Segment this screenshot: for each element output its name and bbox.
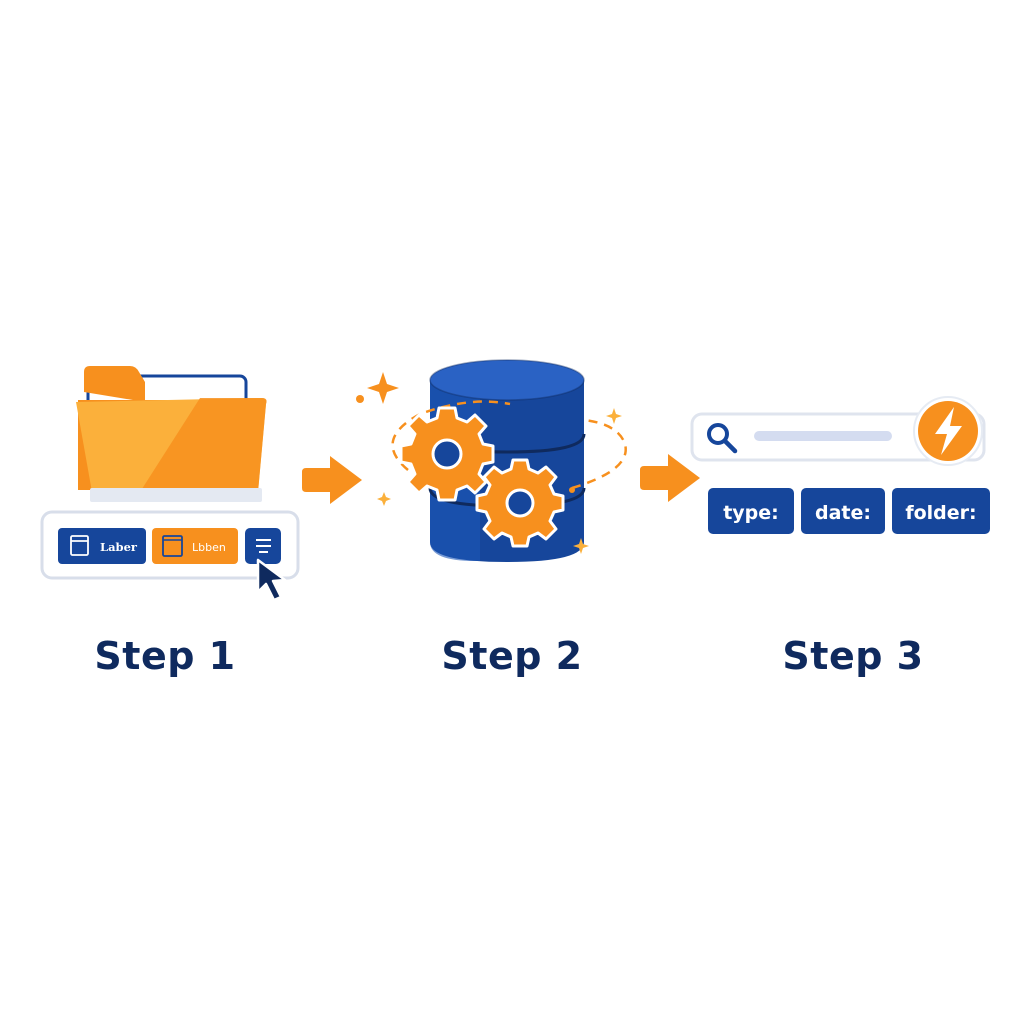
gear-icon <box>475 458 565 548</box>
label-chip-2[interactable]: Lbben <box>152 528 238 564</box>
folder-icon <box>76 366 267 502</box>
orbit-ring <box>391 400 627 490</box>
tag-icon <box>70 535 89 556</box>
menu-button[interactable] <box>245 528 281 564</box>
search-input[interactable] <box>754 431 892 441</box>
search-bar[interactable] <box>690 412 986 462</box>
arrow-right-icon <box>640 454 700 502</box>
chip-2-label: Lbben <box>192 541 226 554</box>
filter-tag-type-label: type: <box>723 502 779 524</box>
step1-toolbar: Laber Lbben <box>40 510 300 602</box>
cursor-icon <box>256 558 287 602</box>
sparkle-icon <box>356 372 622 554</box>
filter-tag-type[interactable]: type: <box>708 488 794 534</box>
lightning-badge <box>913 396 983 466</box>
gear-icon <box>399 406 495 502</box>
step-3-label: Step 3 <box>782 634 924 678</box>
lightning-icon <box>935 407 962 455</box>
filter-tag-folder[interactable]: folder: <box>892 488 990 534</box>
filter-tag-folder-label: folder: <box>905 502 976 524</box>
chip-1-label: Laber <box>100 540 138 554</box>
menu-icon <box>256 539 271 553</box>
step-2-label: Step 2 <box>441 634 583 678</box>
search-icon <box>707 423 738 454</box>
step-1-label: Step 1 <box>94 634 236 678</box>
label-chip-1[interactable]: Laber <box>58 528 146 564</box>
tag-icon <box>162 535 183 557</box>
filter-tag-date[interactable]: date: <box>801 488 885 534</box>
filter-tag-date-label: date: <box>815 502 871 524</box>
arrow-right-icon <box>302 456 362 504</box>
